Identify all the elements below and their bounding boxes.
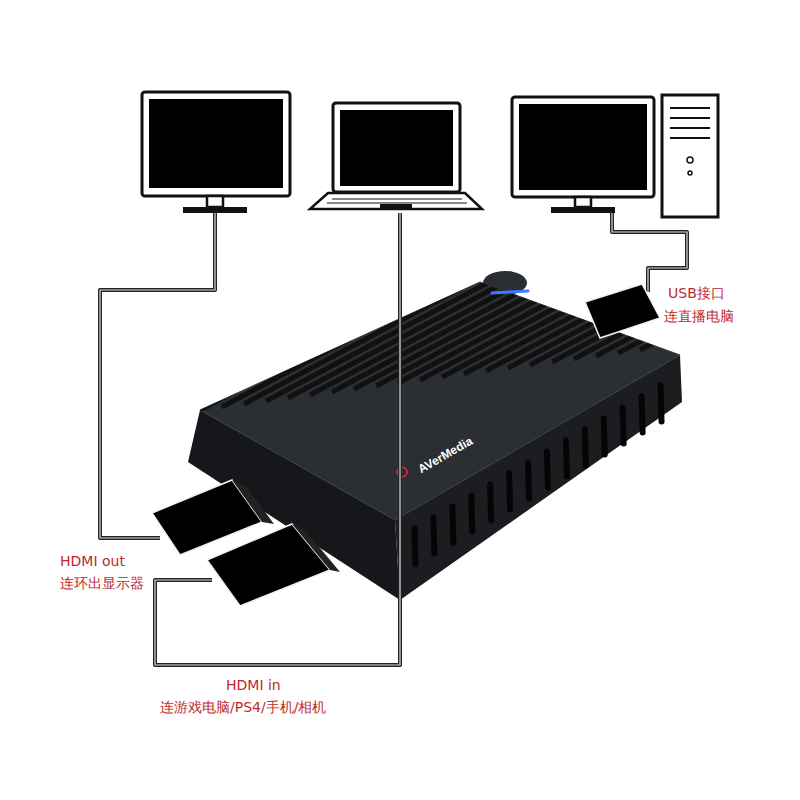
ridge xyxy=(244,244,544,404)
vent-slot xyxy=(623,408,624,444)
ridge xyxy=(90,265,390,425)
ridge xyxy=(310,235,610,395)
port-note: 连游戏电脑/PS4/手机/相机 xyxy=(160,698,326,716)
usb-plug xyxy=(585,284,660,338)
ridge xyxy=(112,262,412,422)
vent-slot xyxy=(547,452,548,488)
vent-slot xyxy=(604,419,605,455)
laptop xyxy=(310,103,482,209)
ridge xyxy=(200,250,500,410)
ridge xyxy=(68,268,368,428)
ridge xyxy=(464,214,764,374)
port-label: HDMI in xyxy=(226,676,281,694)
vent-slot xyxy=(566,441,567,477)
ridge xyxy=(618,193,800,353)
ridge xyxy=(486,211,786,371)
ridge xyxy=(662,187,800,347)
hdmi-in-plug xyxy=(207,524,340,606)
vent-slot xyxy=(661,386,662,422)
ridge xyxy=(376,226,676,386)
vent-slot xyxy=(585,430,586,466)
port-label: HDMI out xyxy=(60,552,125,570)
ridge xyxy=(530,205,800,365)
vent-slot xyxy=(414,529,415,565)
ridge xyxy=(134,259,434,419)
ridge xyxy=(398,223,698,383)
laptop-cable-over xyxy=(400,213,401,600)
ridge xyxy=(640,190,800,350)
vent-slot xyxy=(509,474,510,510)
ridge xyxy=(156,256,456,416)
cables xyxy=(100,213,687,665)
ridge xyxy=(552,202,800,362)
left-monitor xyxy=(142,92,290,213)
streaming-pc xyxy=(512,95,718,217)
ridge xyxy=(508,208,800,368)
port-label: USB接口 xyxy=(668,284,725,302)
vent-slot xyxy=(642,397,643,433)
ridge xyxy=(332,232,632,392)
ridge xyxy=(222,247,522,407)
vent-slot xyxy=(433,518,434,554)
vent-slot xyxy=(452,507,453,543)
ridge xyxy=(574,199,800,359)
ridge xyxy=(288,238,588,398)
capture-device xyxy=(68,187,800,600)
ridge xyxy=(266,241,566,401)
port-note: 连环出显示器 xyxy=(60,574,144,592)
vent-slot xyxy=(528,463,529,499)
ridge xyxy=(442,217,742,377)
port-note: 连直播电脑 xyxy=(664,307,734,325)
ridge xyxy=(596,196,800,356)
ridge xyxy=(178,253,478,413)
vent-slot xyxy=(490,485,491,521)
vent-slot xyxy=(471,496,472,532)
